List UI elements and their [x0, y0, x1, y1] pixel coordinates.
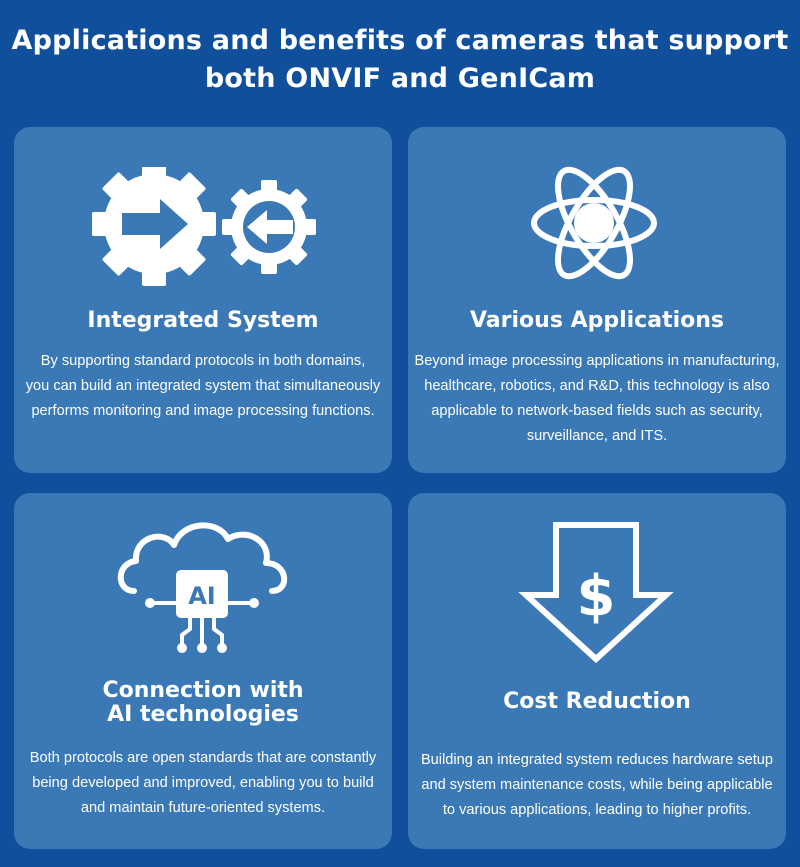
gears-arrows-icon — [92, 167, 316, 286]
description-line: Beyond image processing applications in … — [414, 353, 780, 369]
description-line: Both protocols are open standards that a… — [29, 750, 377, 766]
card-heading: Cost Reduction — [503, 689, 691, 714]
card-ai-connection: AI Connection with AI technologies Both … — [14, 493, 392, 849]
description-line: and system maintenance costs, while bein… — [421, 777, 773, 793]
description-line: applicable to network-based fields such … — [431, 403, 763, 419]
card-description: Beyond image processing applications in … — [414, 349, 780, 449]
card-cost-reduction: $ Cost Reduction Building an integrated … — [408, 493, 786, 849]
description-line: you can build an integrated system that … — [25, 378, 381, 394]
description-line: By supporting standard protocols in both… — [40, 353, 366, 369]
card-heading: Various Applications — [469, 308, 724, 333]
description-line: Building an integrated system reduces ha… — [420, 752, 774, 768]
card-various-applications: Various Applications Beyond image proces… — [408, 127, 786, 473]
dollar-down-arrow-icon: $ — [518, 522, 674, 664]
card-heading: Integrated System — [87, 308, 319, 333]
card-heading-line-2: AI technologies — [107, 702, 299, 727]
dollar-sign-label: $ — [577, 564, 616, 629]
description-line: surveillance, and ITS. — [526, 428, 668, 444]
description-line: healthcare, robotics, and R&D, this tech… — [424, 378, 770, 394]
card-heading-line-1: Connection with — [102, 678, 304, 703]
description-line: being developed and improved, enabling y… — [32, 775, 374, 791]
page-title-line-1: Applications and benefits of cameras tha… — [11, 25, 789, 56]
page-title-line-2: both ONVIF and GenICam — [204, 63, 596, 94]
atom-icon — [531, 166, 657, 280]
card-description: By supporting standard protocols in both… — [20, 349, 386, 424]
description-line: performs monitoring and image processing… — [31, 403, 375, 419]
page-title: Applications and benefits of cameras tha… — [0, 22, 800, 98]
description-line: and maintain future-oriented systems. — [80, 800, 326, 816]
card-description: Both protocols are open standards that a… — [20, 746, 386, 821]
description-line: to various applications, leading to high… — [442, 802, 752, 818]
ai-chip-label: AI — [188, 582, 216, 610]
card-integrated-system: Integrated System By supporting standard… — [14, 127, 392, 473]
card-description: Building an integrated system reduces ha… — [414, 748, 780, 823]
ai-cloud-icon: AI — [117, 522, 288, 653]
card-heading: Connection with AI technologies — [14, 679, 392, 727]
